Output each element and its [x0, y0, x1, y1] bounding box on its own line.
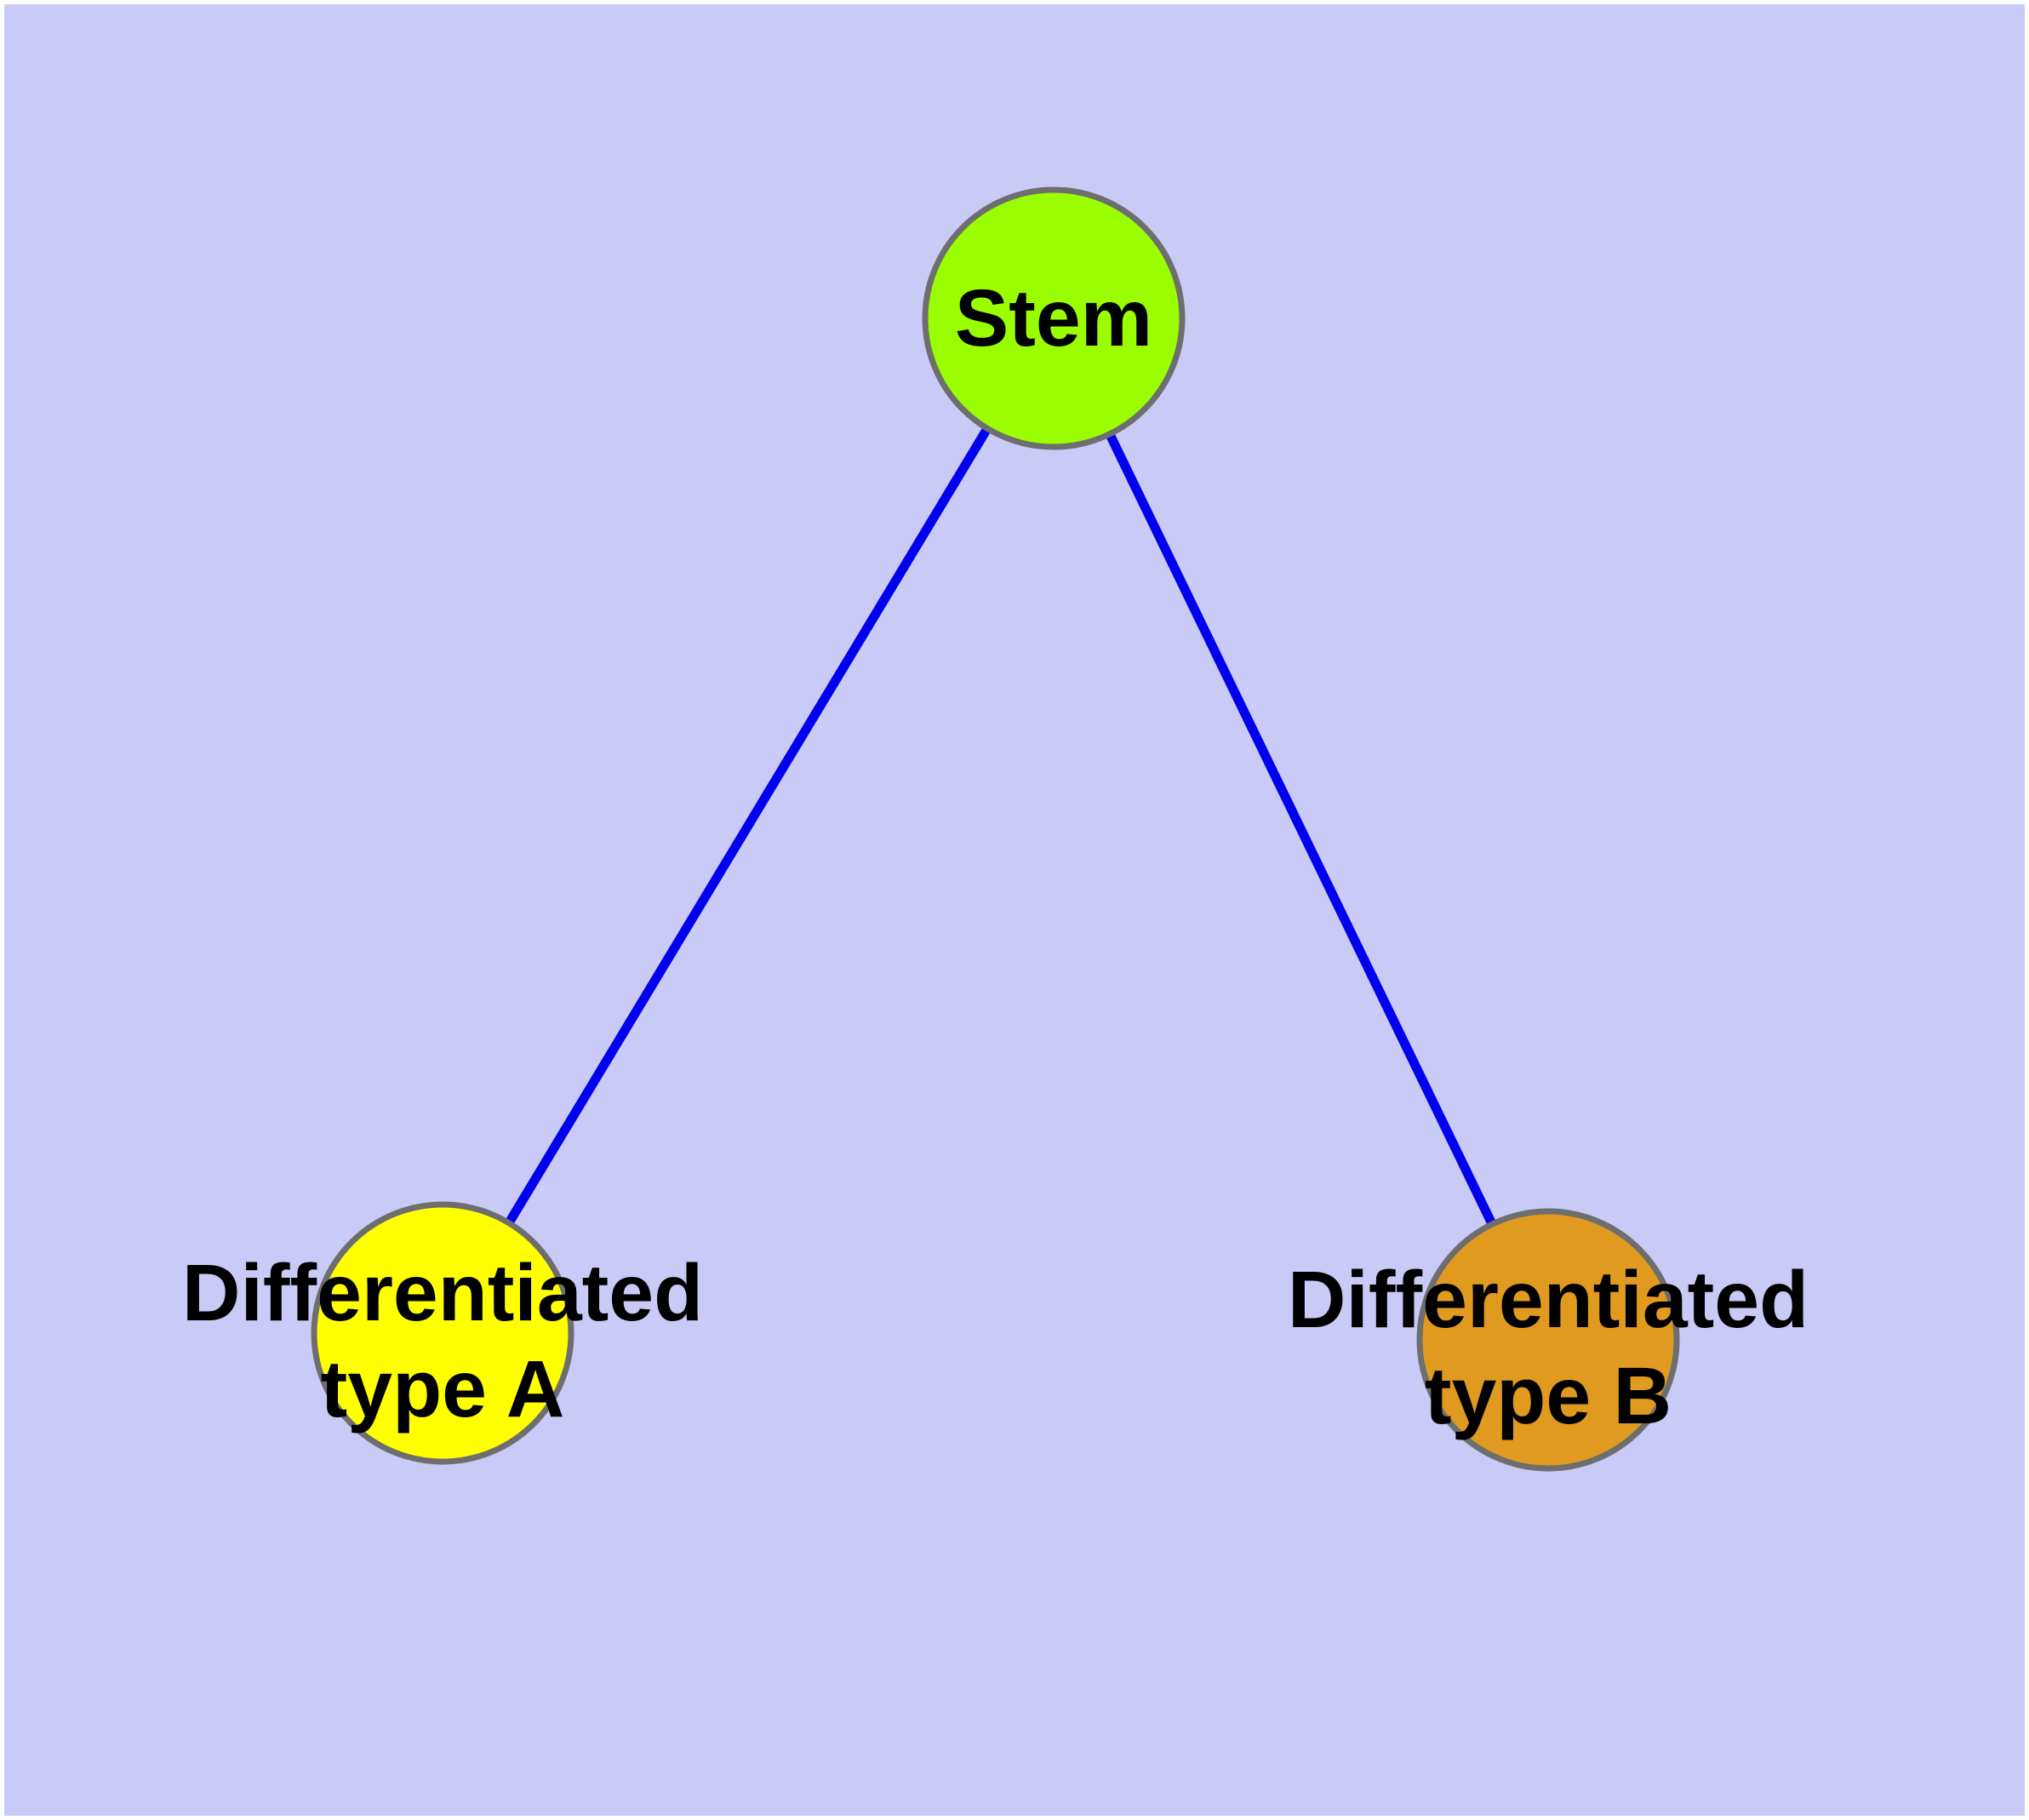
node-type-a-label-line1: Differentiated	[182, 1248, 703, 1338]
node-type-b-label-line1: Differentiated	[1288, 1255, 1809, 1345]
edge-stem-to-type-b	[1049, 316, 1552, 1342]
node-type-a-label-line2: type A	[321, 1344, 565, 1434]
node-stem	[922, 186, 1186, 450]
edge-stem-to-type-a	[438, 316, 1058, 1336]
node-type-b-label-line2: type B	[1425, 1351, 1672, 1441]
node-differentiated-type-b	[1416, 1208, 1680, 1472]
node-stem-label: Stem	[955, 273, 1152, 363]
node-differentiated-type-a	[311, 1201, 574, 1465]
